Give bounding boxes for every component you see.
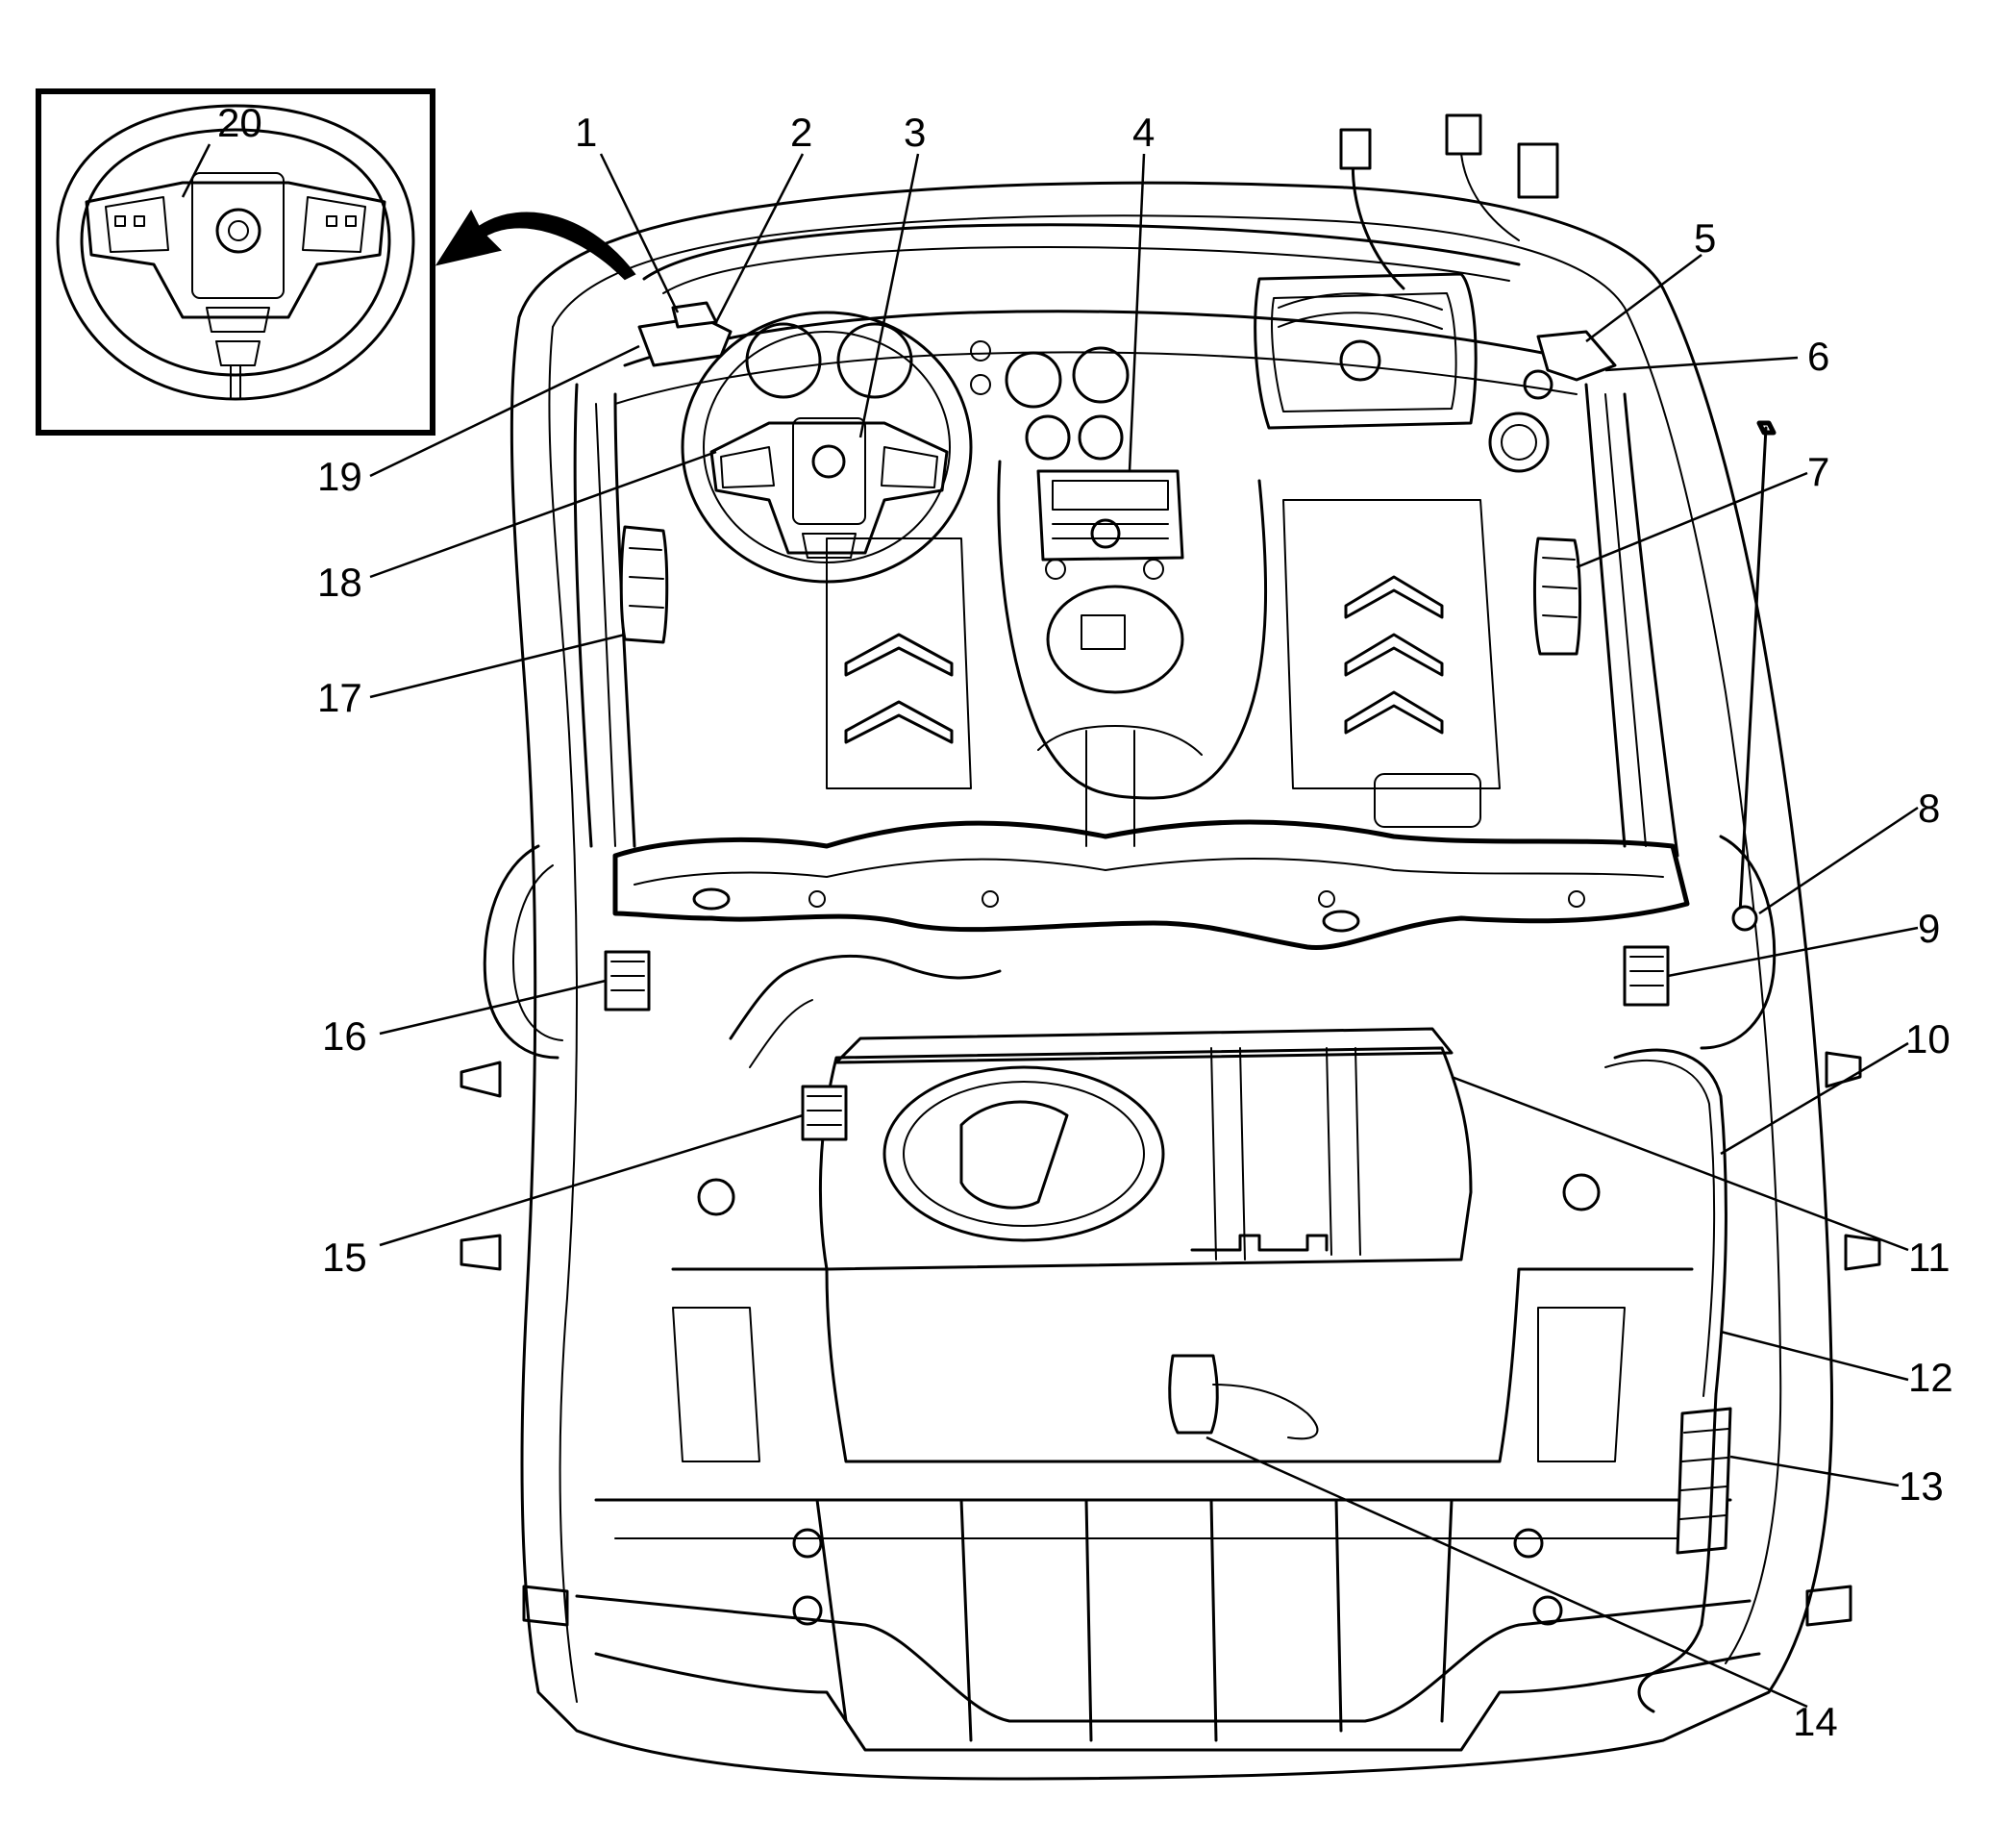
leader-lines <box>369 153 1919 1709</box>
steering-wheel-inset <box>36 88 435 436</box>
callout-15: 15 <box>322 1235 367 1280</box>
callout-16: 16 <box>322 1013 367 1059</box>
callout-20: 20 <box>217 100 262 145</box>
callout-12: 12 <box>1908 1355 1953 1400</box>
callout-labels: 1 2 3 4 5 6 7 8 9 10 11 12 13 14 15 16 1… <box>217 100 1953 1744</box>
callout-10: 10 <box>1905 1016 1951 1061</box>
callout-4: 4 <box>1132 110 1155 155</box>
callout-5: 5 <box>1694 215 1716 261</box>
callout-17: 17 <box>317 675 362 720</box>
callout-9: 9 <box>1918 906 1940 951</box>
callout-11: 11 <box>1908 1235 1951 1280</box>
callout-1: 1 <box>575 110 597 155</box>
callout-19: 19 <box>317 454 362 499</box>
vehicle-body <box>460 181 1881 1781</box>
callout-13: 13 <box>1899 1463 1944 1509</box>
callout-14: 14 <box>1793 1699 1838 1744</box>
components <box>604 113 1777 1713</box>
callout-18: 18 <box>317 560 362 605</box>
callout-3: 3 <box>904 110 926 155</box>
callout-2: 2 <box>790 110 812 155</box>
steering-wheel <box>681 311 973 584</box>
callout-6: 6 <box>1807 334 1829 379</box>
callout-8: 8 <box>1918 786 1940 831</box>
curved-arrow-icon <box>435 209 636 281</box>
callout-7: 7 <box>1807 449 1829 494</box>
